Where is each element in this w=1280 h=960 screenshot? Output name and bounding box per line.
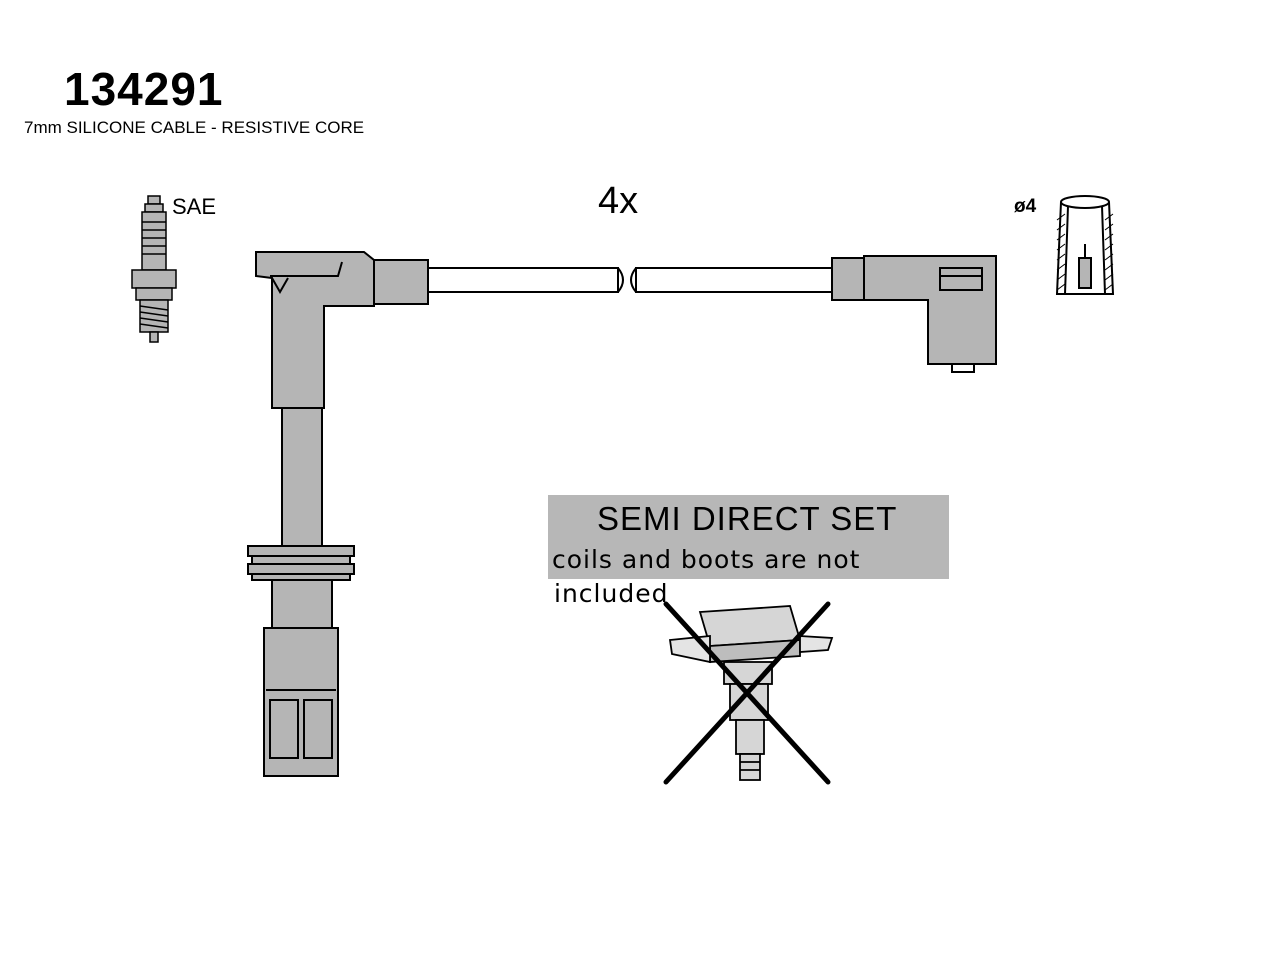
part-number: 134291 [64, 63, 224, 115]
quantity-label: 4x [598, 180, 639, 222]
left-boot-terminal [263, 627, 339, 777]
cross-out-icon [663, 601, 831, 785]
right-boot-collar [831, 257, 865, 301]
note-box [548, 495, 949, 579]
terminal-diameter-label: ø4 [1014, 196, 1037, 217]
left-boot-stem [281, 407, 323, 547]
note-text-line1: coils and boots are not [552, 545, 861, 574]
ignition-coil-icon [668, 605, 834, 781]
spark-plug-icon [131, 195, 177, 343]
spark-plug-label: SAE [172, 194, 217, 219]
note-title: SEMI DIRECT SET [597, 500, 898, 537]
cable-left-section [427, 267, 619, 293]
left-boot-elbow [255, 251, 375, 409]
note-text-line2: included [554, 579, 669, 608]
cable-right-section [635, 267, 833, 293]
terminal-connector-icon [1055, 195, 1115, 295]
left-boot-collar [373, 259, 429, 305]
cable-description: 7mm SILICONE CABLE - RESISTIVE CORE [24, 118, 365, 137]
